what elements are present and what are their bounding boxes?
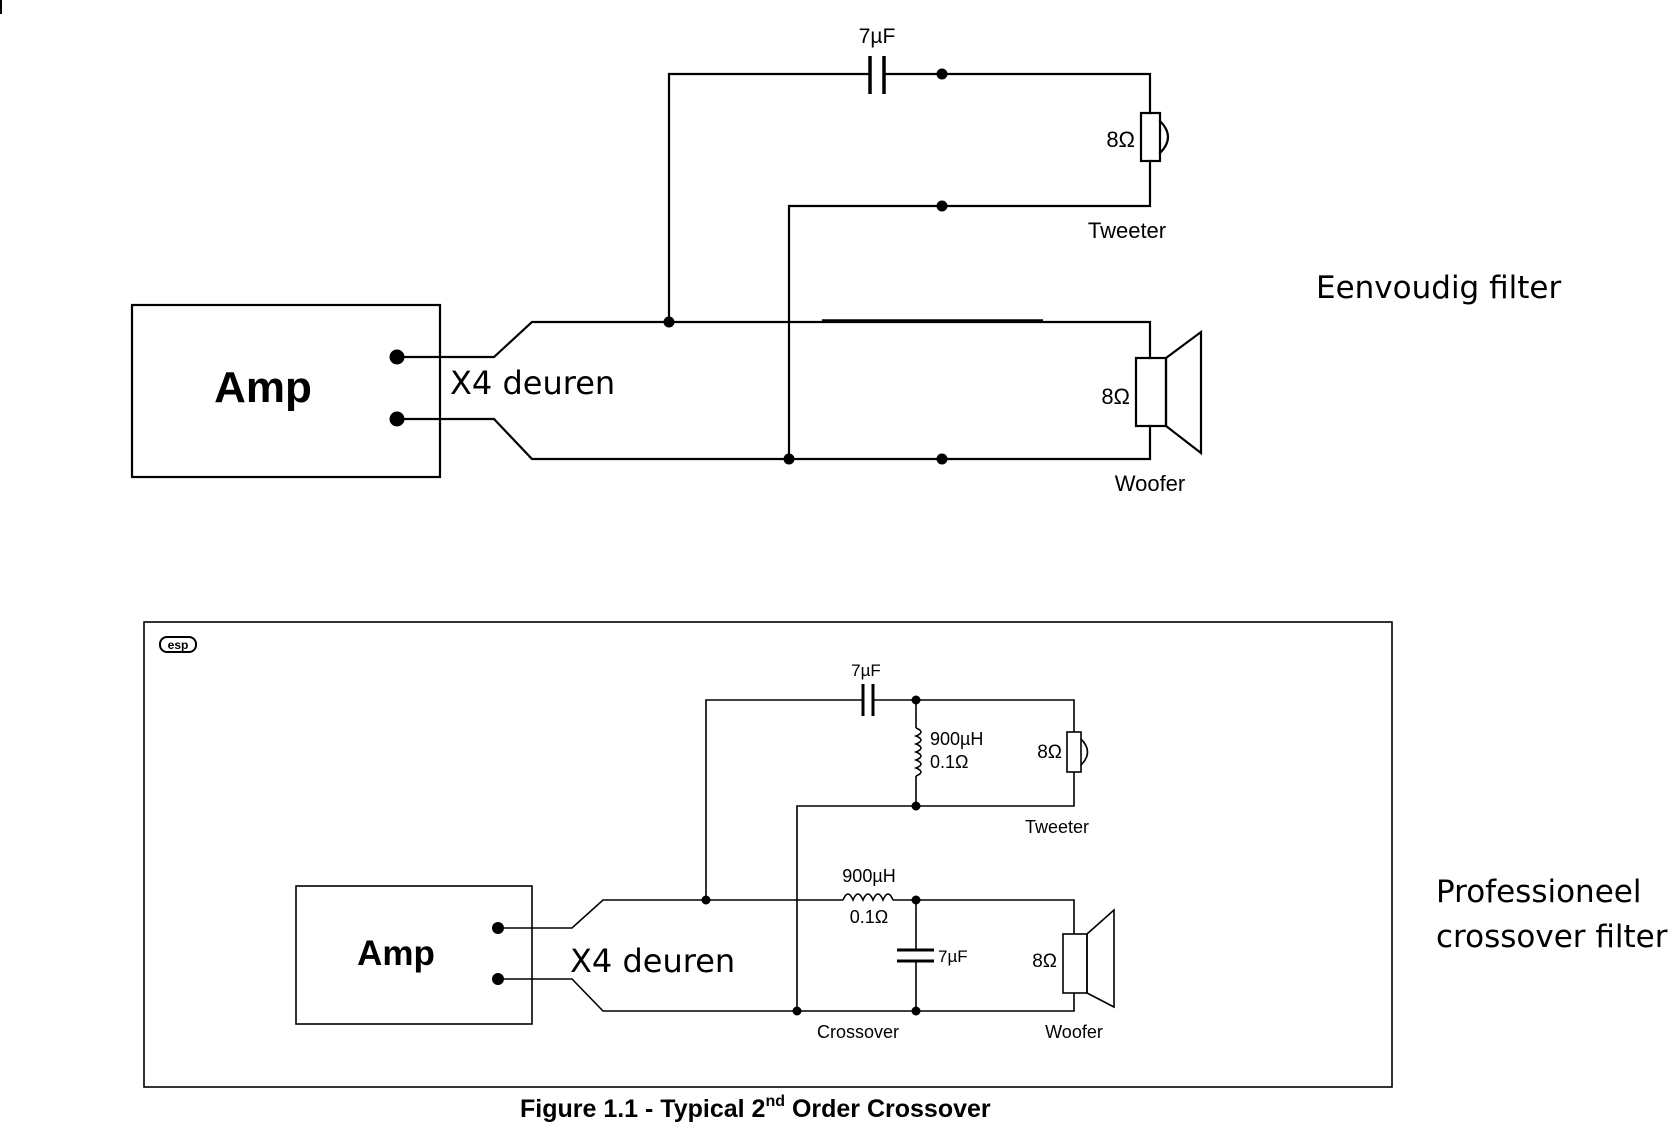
- simple-tweeter-label: Tweeter: [1088, 218, 1166, 243]
- simple-lead-positive: [395, 320, 1152, 360]
- simple-node: [936, 453, 948, 465]
- pro-amp-label: Amp: [357, 934, 435, 973]
- pro-tweeter-hot: [873, 699, 1075, 732]
- pro-woofer-hot: [893, 899, 1075, 934]
- pro-tweeter-inductor-resistance: 0.1Ω: [930, 752, 968, 772]
- simple-woofer-label: Woofer: [1115, 471, 1186, 496]
- pro-tweeter-impedance: 8Ω: [1037, 742, 1062, 763]
- pro-crossover-label: Crossover: [817, 1022, 899, 1042]
- simple-woofer-impedance: 8Ω: [1101, 384, 1130, 409]
- figure-caption-main: Figure 1.1 - Typical 2: [520, 1095, 765, 1122]
- esp-logo-text: esp: [168, 638, 189, 652]
- pro-woofer-label: Woofer: [1045, 1022, 1103, 1042]
- simple-node: [663, 316, 675, 328]
- pro-woofer-inductor: [842, 893, 894, 903]
- pro-woofer-inductor-resistance: 0.1Ω: [850, 907, 888, 927]
- pro-node: [911, 695, 921, 705]
- figure-caption-superscript: nd: [765, 1093, 785, 1110]
- simple-capacitor-label: 7µF: [859, 25, 896, 48]
- pro-tweeter-inductor-value: 900µH: [930, 729, 983, 749]
- pro-lead-positive: [498, 899, 843, 929]
- simple-node: [936, 68, 948, 80]
- pro-woofer-symbol: [1062, 908, 1115, 1009]
- pro-tweeter-symbol: [1066, 731, 1089, 773]
- simple-lead-negative: [395, 417, 1152, 461]
- simple-filter-circuit: Amp 7µF 8Ω Tweeter 8Ω Woofe: [130, 25, 1203, 496]
- simple-tweeter-return: [787, 159, 1152, 461]
- simple-cable-note: X4 deuren: [450, 364, 615, 402]
- pro-amp-box: [295, 885, 533, 1025]
- pro-tweeter-label: Tweeter: [1025, 817, 1089, 837]
- pro-filter-title-line2: crossover filter: [1436, 919, 1668, 955]
- pro-woofer-inductor-value: 900µH: [842, 866, 895, 886]
- pro-tweeter-return: [796, 772, 1075, 1011]
- simple-amp-label: Amp: [214, 363, 312, 412]
- figure-caption-tail: Order Crossover: [785, 1095, 991, 1122]
- pro-node: [701, 895, 711, 905]
- pro-figure-frame: [143, 621, 1393, 1088]
- pro-tweeter-feed: [705, 699, 862, 900]
- simple-tweeter-feed: [667, 72, 871, 324]
- pro-woofer-cap-label: 7µF: [938, 947, 968, 966]
- pro-node: [911, 801, 921, 811]
- simple-amp-box: [130, 303, 442, 479]
- pro-tweeter-inductor: [913, 727, 922, 777]
- pro-tweeter-cap-label: 7µF: [851, 661, 881, 680]
- pro-filter-title-line1: Professioneel: [1436, 874, 1641, 910]
- simple-filter-title: Eenvoudig filter: [1316, 270, 1561, 306]
- pro-node: [911, 1006, 921, 1016]
- simple-tweeter-hot: [882, 72, 1152, 115]
- simple-node: [936, 200, 948, 212]
- pro-crossover-circuit: Amp: [295, 661, 1115, 1042]
- simple-tweeter-symbol: [1139, 111, 1170, 163]
- simple-tweeter-impedance: 8Ω: [1106, 127, 1135, 152]
- figure-caption: Figure 1.1 - Typical 2nd Order Crossover: [520, 1093, 991, 1122]
- pro-woofer-impedance: 8Ω: [1032, 951, 1057, 972]
- simple-node: [783, 453, 795, 465]
- esp-logo: esp: [159, 636, 197, 653]
- pro-node: [911, 895, 921, 905]
- simple-woofer-symbol: [1134, 329, 1203, 456]
- pro-node: [792, 1006, 802, 1016]
- pro-lead-negative: [498, 978, 1075, 1012]
- pro-cable-note: X4 deuren: [570, 942, 735, 980]
